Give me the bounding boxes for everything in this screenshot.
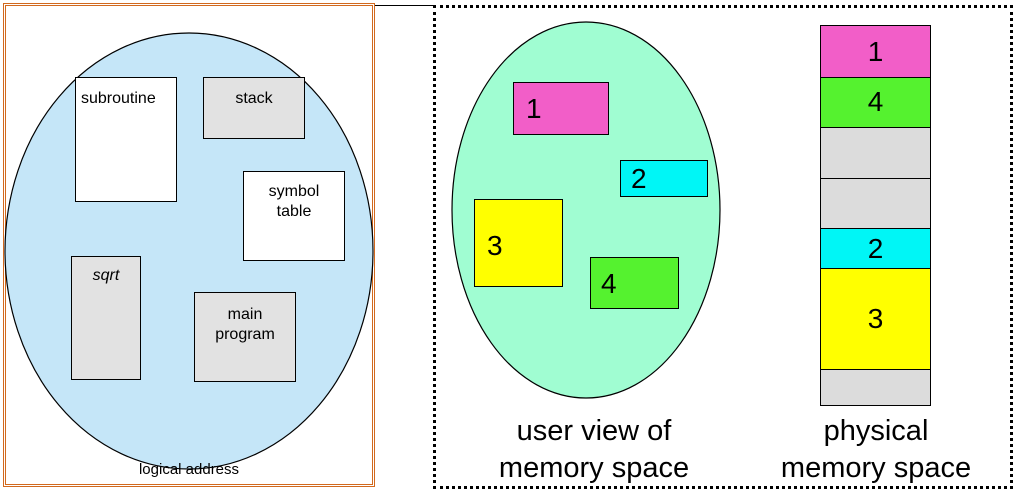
physical-free-block-a xyxy=(820,127,931,179)
subroutine-segment: subroutine xyxy=(75,77,177,202)
physical-memory-column: 1 4 2 3 xyxy=(820,25,931,406)
physical-caption-line2: memory space xyxy=(780,452,972,484)
main-program-label-line2: program xyxy=(215,326,275,343)
sqrt-segment: sqrt xyxy=(71,256,141,380)
physical-block-3-label: 3 xyxy=(867,303,884,334)
physical-caption-line1: physical xyxy=(823,415,929,447)
symbol-table-label-line1: symbol xyxy=(268,183,320,200)
physical-free-block-c xyxy=(820,369,931,406)
stack-label: stack xyxy=(235,90,273,107)
user-view-caption-line1: user view of xyxy=(516,415,672,447)
logical-address-caption: logical address xyxy=(138,461,240,478)
connector-line xyxy=(375,5,433,6)
physical-block-4: 4 xyxy=(820,77,931,128)
subroutine-label: subroutine xyxy=(81,90,156,107)
physical-free-block-b xyxy=(820,178,931,229)
user-segment-4-label: 4 xyxy=(601,268,617,299)
symbol-table-label-line2: table xyxy=(276,203,312,220)
main-program-label-line1: main xyxy=(227,306,263,323)
sqrt-label: sqrt xyxy=(92,267,120,284)
user-segment-4: 4 xyxy=(590,257,679,309)
symbol-table-segment: symbol table xyxy=(243,171,345,261)
user-segment-3: 3 xyxy=(474,199,563,287)
physical-memory-caption: physical memory space xyxy=(760,413,992,487)
user-view-caption: user view of memory space xyxy=(478,413,710,487)
physical-block-2-label: 2 xyxy=(867,232,884,264)
physical-block-1-label: 1 xyxy=(867,35,884,67)
physical-block-3: 3 xyxy=(820,268,931,370)
user-view-caption-line2: memory space xyxy=(498,452,690,484)
user-segment-1-label: 1 xyxy=(526,92,542,124)
user-segment-2: 2 xyxy=(620,160,708,197)
user-segment-1: 1 xyxy=(513,82,609,135)
main-program-segment: main program xyxy=(194,292,296,382)
stack-segment: stack xyxy=(203,77,305,139)
user-segment-2-label: 2 xyxy=(631,162,647,194)
user-segment-3-label: 3 xyxy=(487,230,503,261)
physical-block-2: 2 xyxy=(820,228,931,269)
physical-block-4-label: 4 xyxy=(867,86,884,117)
physical-block-1: 1 xyxy=(820,25,931,78)
memory-frame xyxy=(433,5,1013,489)
